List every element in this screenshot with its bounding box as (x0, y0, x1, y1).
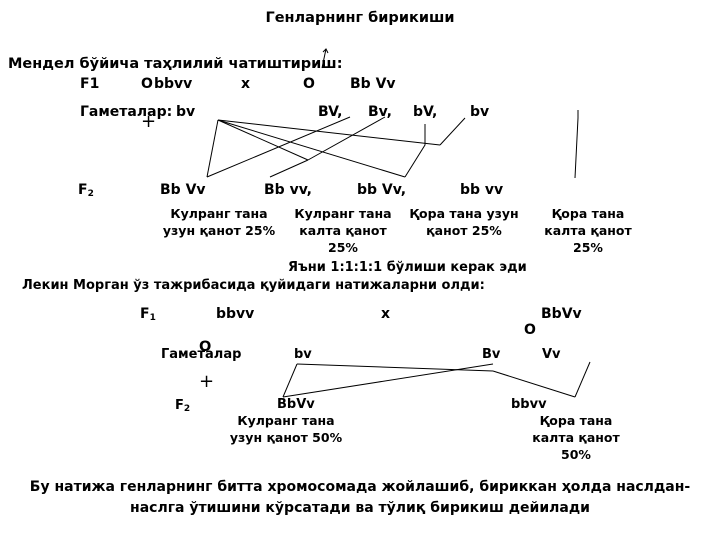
offspring-genotype-3: bb Vv, (357, 182, 407, 198)
morgan-line-2 (296, 363, 494, 372)
mendel-gametes-label: Гаметалар: (80, 104, 173, 120)
morgan-heading: Лекин Морган ўз тажрибасида қуйидаги нат… (22, 278, 485, 293)
conclusion-text: Бу натижа генларнинг битта хромосомада ж… (29, 479, 691, 516)
offspring-phenotype-2: Кулранг тана калта қанот 25% (294, 206, 392, 255)
ratio-note: Яъни 1:1:1:1 бўлиши керак эди (288, 260, 527, 275)
mendel-male-gamete-1: BV, (318, 104, 343, 120)
mendel-cross-symbol: x (241, 76, 251, 92)
mendel-heading: Мендел бўйича таҳлилий чатиштириш: (8, 56, 343, 72)
morgan-f1-letter: F (140, 306, 150, 322)
morgan-male-symbol: O (524, 322, 536, 338)
mendel-line-2 (217, 119, 441, 146)
offspring-phenotype-1: Кулранг тана узун қанот 25% (162, 206, 276, 238)
mendel-plus-sign: + (141, 111, 157, 132)
mendel-line-10 (574, 110, 579, 179)
mendel-female-symbol: O (141, 76, 153, 92)
mendel-line-4 (217, 119, 309, 161)
mendel-male-symbol: O (303, 76, 315, 92)
morgan-line-4 (492, 370, 576, 398)
offspring-genotype-1: Bb Vv (160, 182, 206, 198)
morgan-male-gamete-2: Vv (542, 347, 561, 362)
mendel-f2-index: 2 (87, 189, 94, 199)
mendel-f2-label: F2 (78, 182, 94, 202)
morgan-gametes-label: Гаметалар (161, 347, 242, 362)
mendel-male-gamete-3: bV, (413, 104, 438, 120)
offspring-genotype-4: bb vv (460, 182, 504, 198)
morgan-plus-sign: + (199, 371, 215, 392)
mendel-f2-letter: F (78, 182, 88, 198)
morgan-offspring-phenotype-1: Кулранг тана узун қанот 50% (229, 413, 343, 445)
male-arrow-head (322, 48, 329, 54)
morgan-line-3 (282, 363, 494, 398)
mendel-line-8 (439, 117, 466, 146)
morgan-female-genotype: bbvv (216, 306, 255, 322)
morgan-f2-letter: F (175, 398, 184, 413)
mendel-line-7 (269, 159, 309, 178)
morgan-female-gamete: bv (294, 347, 312, 362)
morgan-cross-symbol: x (381, 306, 391, 322)
male-arrow (321, 48, 327, 69)
morgan-f2-label: F2 (175, 398, 190, 417)
morgan-f1-label: F1 (140, 306, 156, 326)
mendel-line-5 (206, 116, 351, 178)
morgan-offspring-genotype-1: BbVv (277, 397, 315, 412)
morgan-male-genotype: BbVv (541, 306, 582, 322)
morgan-female-symbol: O (199, 339, 212, 355)
morgan-male-gamete-1: Bv (482, 347, 501, 362)
mendel-line-1 (206, 119, 219, 178)
mendel-line-6 (307, 116, 386, 161)
morgan-line-5 (574, 361, 591, 398)
morgan-offspring-phenotype-2: Қора тана калта қанот 50% (532, 413, 620, 462)
offspring-phenotype-3: Қора тана узун қанот 25% (409, 206, 519, 238)
mendel-female-gamete: bv (176, 104, 196, 120)
mendel-male-genotype: Bb Vv (350, 76, 396, 92)
morgan-f1-index: 1 (149, 313, 156, 323)
mendel-line-3 (217, 119, 406, 178)
offspring-phenotype-4: Қора тана калта қанот 25% (544, 206, 632, 255)
mendel-male-gamete-4: bv (470, 104, 490, 120)
morgan-f2-index: 2 (183, 404, 191, 414)
slide-title: Генларнинг бирикиши (265, 10, 455, 26)
mendel-line-9 (404, 124, 426, 178)
offspring-genotype-2: Bb vv, (264, 182, 312, 198)
morgan-line-1 (282, 363, 298, 398)
mendel-male-gamete-2: Bv, (368, 104, 392, 120)
mendel-female-genotype: bbvv (154, 76, 193, 92)
morgan-offspring-genotype-2: bbvv (511, 397, 547, 412)
mendel-f1-label: F1 (80, 76, 100, 92)
